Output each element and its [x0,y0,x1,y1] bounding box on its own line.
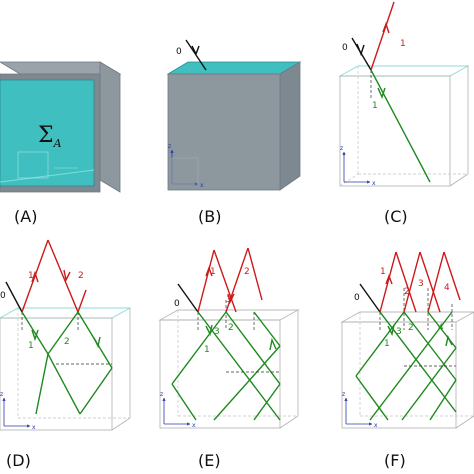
svg-text:0: 0 [174,299,180,309]
panel-label-c: (C) [384,207,408,226]
svg-text:z: z [342,391,345,398]
incident-ray-d [5,281,23,313]
wireframe-box-d [0,307,132,431]
axes-d: z x [0,391,36,431]
panel-label-f: (F) [384,451,406,470]
svg-text:2: 2 [244,267,250,277]
svg-text:2: 2 [64,337,70,347]
svg-text:4: 4 [438,323,444,333]
sigma-label: ΣA [38,123,62,150]
svg-text:z: z [168,143,171,150]
svg-text:x: x [372,180,376,187]
svg-text:3: 3 [418,279,424,289]
panel-d: 0 1 2 1 2 z x (D) [0,239,132,470]
incident-ray-f [359,283,381,313]
incident-ray-e [177,283,199,313]
svg-text:2: 2 [404,287,410,297]
svg-text:0: 0 [342,43,348,53]
wireframe-box-f [340,311,474,429]
axes-c: z x [340,145,376,187]
svg-text:2: 2 [408,323,414,333]
solid-box-b [166,61,302,191]
solid-box-a [0,61,122,193]
reflected-rays-f [379,251,461,313]
liquid-window [0,79,95,187]
svg-text:x: x [200,182,204,189]
axes-f: z x [342,391,378,429]
panel-a: ΣA (A) [0,61,122,226]
panel-b: z x 0 (B) [166,39,302,226]
svg-text:1: 1 [380,267,386,277]
svg-text:x: x [374,422,378,429]
svg-text:1: 1 [384,339,390,349]
axes-b: z x [168,143,204,189]
svg-text:1: 1 [204,345,210,355]
reflected-ray-c [370,1,395,71]
svg-text:1: 1 [28,271,34,281]
svg-text:2: 2 [78,271,84,281]
svg-text:4: 4 [444,283,450,293]
svg-text:1: 1 [372,101,378,111]
refracted-ray-c [370,69,431,183]
svg-text:3: 3 [214,327,220,337]
reflected-rays-e [197,247,263,313]
svg-text:z: z [0,391,3,398]
panel-c: 0 1 1 z x (C) [338,1,470,226]
panel-e: 0 1 2 3 1 2 3 [158,247,300,470]
panel-label-a: (A) [14,207,37,226]
svg-text:0: 0 [0,291,6,301]
refracted-rays-d [21,311,113,415]
wireframe-box-c [338,65,470,187]
panel-f: 0 1 2 3 4 1 [340,251,474,470]
svg-text:z: z [340,145,343,152]
refracted-rays-e [171,311,281,421]
reflected-rays-d [21,239,87,313]
panel-label-e: (E) [198,451,221,470]
svg-text:3: 3 [226,295,232,305]
axes-e: z x [160,391,196,429]
svg-text:x: x [32,424,36,431]
incident-num-b: 0 [176,47,182,57]
panel-label-b: (B) [198,207,221,226]
svg-text:1: 1 [28,341,34,351]
svg-text:0: 0 [354,293,360,303]
svg-text:3: 3 [396,327,402,337]
svg-text:z: z [160,391,163,398]
svg-text:1: 1 [210,267,216,277]
svg-text:x: x [192,422,196,429]
panel-label-d: (D) [6,451,31,470]
svg-text:1: 1 [400,39,406,49]
svg-text:2: 2 [228,323,234,333]
